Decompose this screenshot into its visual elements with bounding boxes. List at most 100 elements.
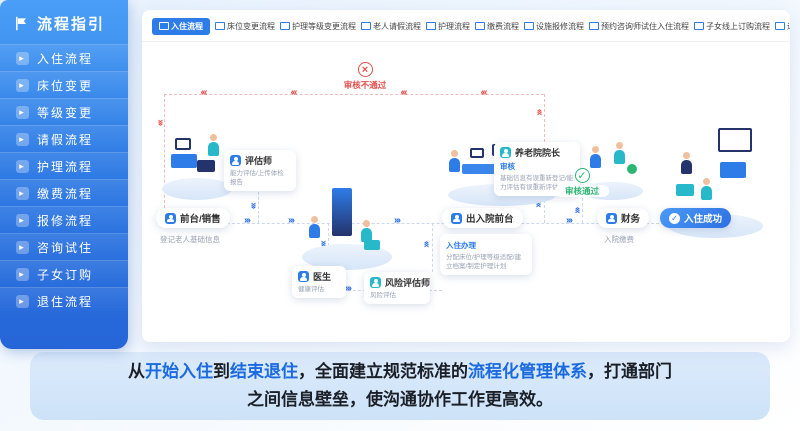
tab-checkout[interactable]: 退住流程 [775,21,790,32]
monitor-icon [215,22,225,31]
tab-payment[interactable]: 缴费流程 [475,21,519,32]
audit-pass-label: 审核通过 [555,185,609,197]
sidebar-item-nursing[interactable]: 护理流程 [0,152,128,179]
tab-trial-stay[interactable]: 预约咨询师试住入住流程 [589,21,689,32]
tab-label: 设施报修流程 [536,22,584,31]
tab-label: 护理流程 [438,22,470,31]
flow-arrow-icon [566,216,572,226]
monitor-icon [775,22,785,31]
sidebar-item-repair[interactable]: 报修流程 [0,206,128,233]
audit-fail-label: 审核不通过 [325,79,405,91]
tab-children-order[interactable]: 子女线上订购流程 [694,21,770,32]
monitor-icon [475,22,485,31]
flow-arrow-icon [482,88,488,98]
sidebar-header: 流程指引 [0,0,128,44]
check-icon [574,168,590,183]
flowchart-canvas: 审核不通过 审核通过 前台/销售 登记老人基础信息 评估师 能力评估/上传体检报… [142,42,790,338]
node-title: 前台/销售 [180,214,221,225]
arrow-right-icon [16,240,29,254]
sidebar: 流程指引 入住流程 床位变更 等级变更 请假流程 护理流程 缴费流程 报修流程 [0,0,128,349]
person-icon [451,212,462,224]
audit-fail-badge: 审核不通过 [325,62,405,91]
sidebar-item-checkin[interactable]: 入住流程 [0,44,128,71]
tab-label: 子女线上订购流程 [706,22,770,31]
connector-line [432,223,433,272]
sidebar-item-children-order[interactable]: 子女订购 [0,260,128,287]
sidebar-item-bed-change[interactable]: 床位变更 [0,71,128,98]
node-title: 评估师 [245,156,273,166]
node-frontdesk: 前台/销售 [156,208,230,228]
node-finance: 财务 [597,208,650,228]
node-checkin-success: 入住成功 [660,208,732,228]
arrow-right-icon [16,51,29,65]
sidebar-item-level-change[interactable]: 等级变更 [0,98,128,125]
illustration-server-station [292,182,402,272]
summary-segment: 从 [128,361,145,381]
arrow-right-icon [16,159,29,173]
node-title: 出入院前台 [466,214,514,225]
tab-label: 入住流程 [171,22,203,31]
person-icon [165,212,176,224]
node-desc: 能力评估/上传体检报告 [230,170,284,187]
arrow-right-icon [16,294,29,308]
node-desc: 健康评估 [298,286,324,293]
flow-arrow-icon [318,240,328,246]
flow-arrow-icon [244,216,250,226]
flow-arrow-icon [534,202,544,208]
sidebar-item-leave[interactable]: 请假流程 [0,125,128,152]
node-risk-assessor: 风险评估师 风险评估 [364,272,431,305]
flow-panel: 入住流程 床位变更流程 护理等级变更流程 老人请假流程 护理流程 缴费流程 [142,10,790,342]
check-circle-icon [669,212,680,224]
node-title: 风险评估师 [385,278,431,288]
summary-segment: 到 [213,361,230,381]
flow-arrow-icon [422,242,432,248]
node-title: 医生 [313,272,332,282]
tab-level-change[interactable]: 护理等级变更流程 [280,21,356,32]
arrow-right-icon [16,186,29,200]
tab-checkin[interactable]: 入住流程 [152,18,210,35]
arrow-right-icon [16,213,29,227]
arrow-right-icon [16,105,29,119]
person-icon [298,271,309,282]
node-title: 入住成功 [684,214,723,225]
tab-label: 预约咨询师试住入住流程 [601,22,689,31]
node-frontdesk-desc: 登记老人基础信息 [160,235,220,244]
connector-line [544,94,545,142]
tab-label: 床位变更流程 [227,22,275,31]
flow-arrow-icon [288,216,294,226]
node-discharge-detail: 入住办理 分配床位/护理等级适配/建立档案/制定护理计划 [440,234,532,276]
node-assessor: 评估师 能力评估/上传体检报告 [224,150,296,192]
sidebar-item-checkout[interactable]: 退住流程 [0,287,128,314]
tab-leave[interactable]: 老人请假流程 [361,21,421,32]
tab-repair[interactable]: 设施报修流程 [524,21,584,32]
connector-line [164,94,165,208]
tab-bed-change[interactable]: 床位变更流程 [215,21,275,32]
node-subtitle: 入住办理 [446,241,476,250]
connector-line [167,223,699,224]
node-doctor: 医生 健康评估 [292,266,346,299]
sidebar-item-label: 入住流程 [37,51,94,66]
sidebar-item-payment[interactable]: 缴费流程 [0,179,128,206]
sidebar-item-label: 咨询试住 [37,240,94,255]
guide-icon [16,16,26,31]
summary-highlight: 开始入住 [145,361,213,381]
sidebar-item-trial-stay[interactable]: 咨询试住 [0,233,128,260]
sidebar-item-label: 床位变更 [37,78,94,93]
sidebar-item-label: 请假流程 [37,132,94,147]
monitor-icon [589,22,599,31]
connector-line [164,94,544,95]
person-icon [606,212,617,224]
monitor-icon [524,22,534,31]
person-icon [370,277,381,288]
sidebar-item-label: 等级变更 [37,105,94,120]
node-discharge-desk: 出入院前台 [442,208,523,228]
sidebar-item-label: 子女订购 [37,267,94,282]
node-title: 财务 [621,214,641,225]
tab-label: 缴费流程 [487,22,519,31]
sidebar-item-label: 护理流程 [37,159,94,174]
monitor-icon [280,22,290,31]
tab-nursing[interactable]: 护理流程 [426,21,470,32]
person-icon [500,147,511,158]
flow-arrow-icon [202,88,208,98]
node-title: 养老院院长 [515,148,561,158]
